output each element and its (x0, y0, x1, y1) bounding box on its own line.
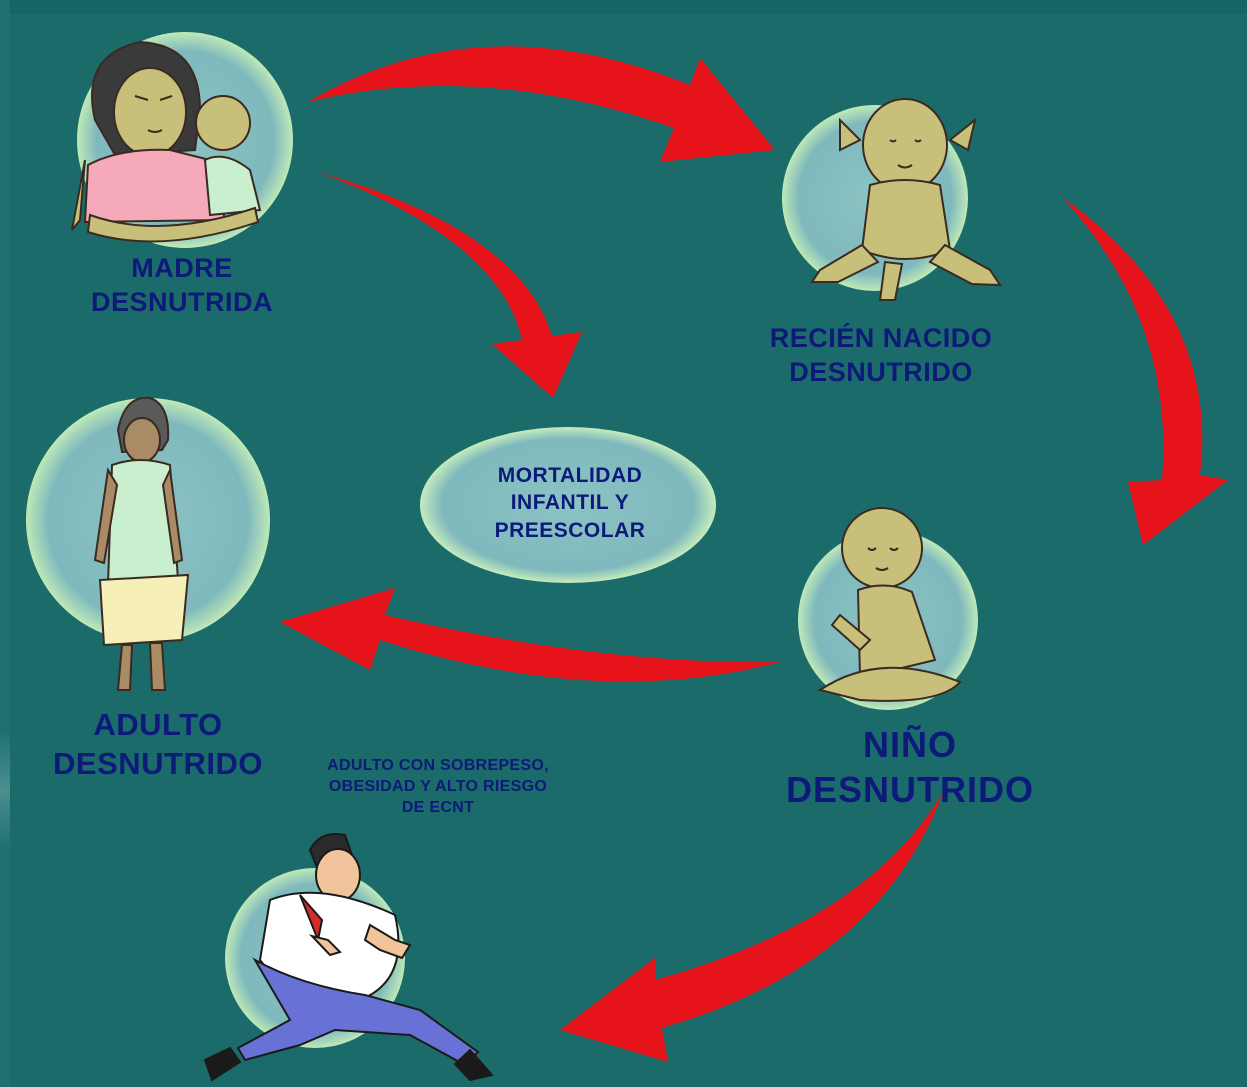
recien-label-line1: RECIÉN NACIDO (769, 323, 993, 353)
adulto-desnutrido-label: ADULTO DESNUTRIDO (28, 706, 288, 784)
adulto-obeso-label: ADULTO CON SOBREPESO, OBESIDAD Y ALTO RI… (298, 756, 578, 818)
mortalidad-label-line1: MORTALIDAD (497, 464, 643, 487)
adulto-obeso-illustration (203, 833, 494, 1082)
mortalidad-label: MORTALIDAD INFANTIL Y PREESCOLAR (430, 462, 710, 544)
recien-nacido-label: RECIÉN NACIDO DESNUTRIDO (726, 322, 1036, 390)
arrow-recien-to-nino (1062, 197, 1228, 545)
arrow-nino-to-obeso (560, 790, 944, 1062)
slide-frame-highlight (0, 730, 10, 850)
slide-frame-top (0, 0, 1247, 14)
mortalidad-ellipse (420, 427, 716, 583)
arrow-madre-to-recien (308, 46, 775, 163)
adulto-desnutrido-illustration (93, 396, 190, 691)
madre-label-line2: DESNUTRIDA (90, 286, 273, 317)
obeso-label-line2: OBESIDAD Y ALTO RIESGO (328, 777, 548, 795)
mortalidad-label-line2: INFANTIL Y (510, 491, 630, 515)
recien-nacido-illustration (810, 98, 1002, 301)
madre-illustration (71, 40, 262, 243)
adulto-label-line1: ADULTO (93, 707, 223, 742)
obeso-label-line3: DE ECNT (401, 798, 475, 816)
nino-desnutrido-illustration (817, 507, 962, 702)
adulto-label-line2: DESNUTRIDO (53, 745, 263, 781)
madre-desnutrida-label: MADRE DESNUTRIDA (62, 252, 302, 320)
arrow-madre-to-mortalidad (318, 172, 582, 398)
slide-frame-left (0, 0, 10, 1087)
nino-desnutrido-label: NIÑO DESNUTRIDO (760, 722, 1060, 812)
obeso-label-line1: ADULTO CON SOBREPESO, (327, 757, 549, 774)
nino-label-line1: NIÑO (863, 724, 957, 765)
recien-label-line2: DESNUTRIDO (789, 356, 973, 387)
mortalidad-label-line3: PREESCOLAR (494, 518, 646, 542)
nino-label-line2: DESNUTRIDO (785, 769, 1034, 810)
arrow-nino-to-adulto (280, 588, 780, 682)
madre-label-line1: MADRE (131, 253, 233, 283)
